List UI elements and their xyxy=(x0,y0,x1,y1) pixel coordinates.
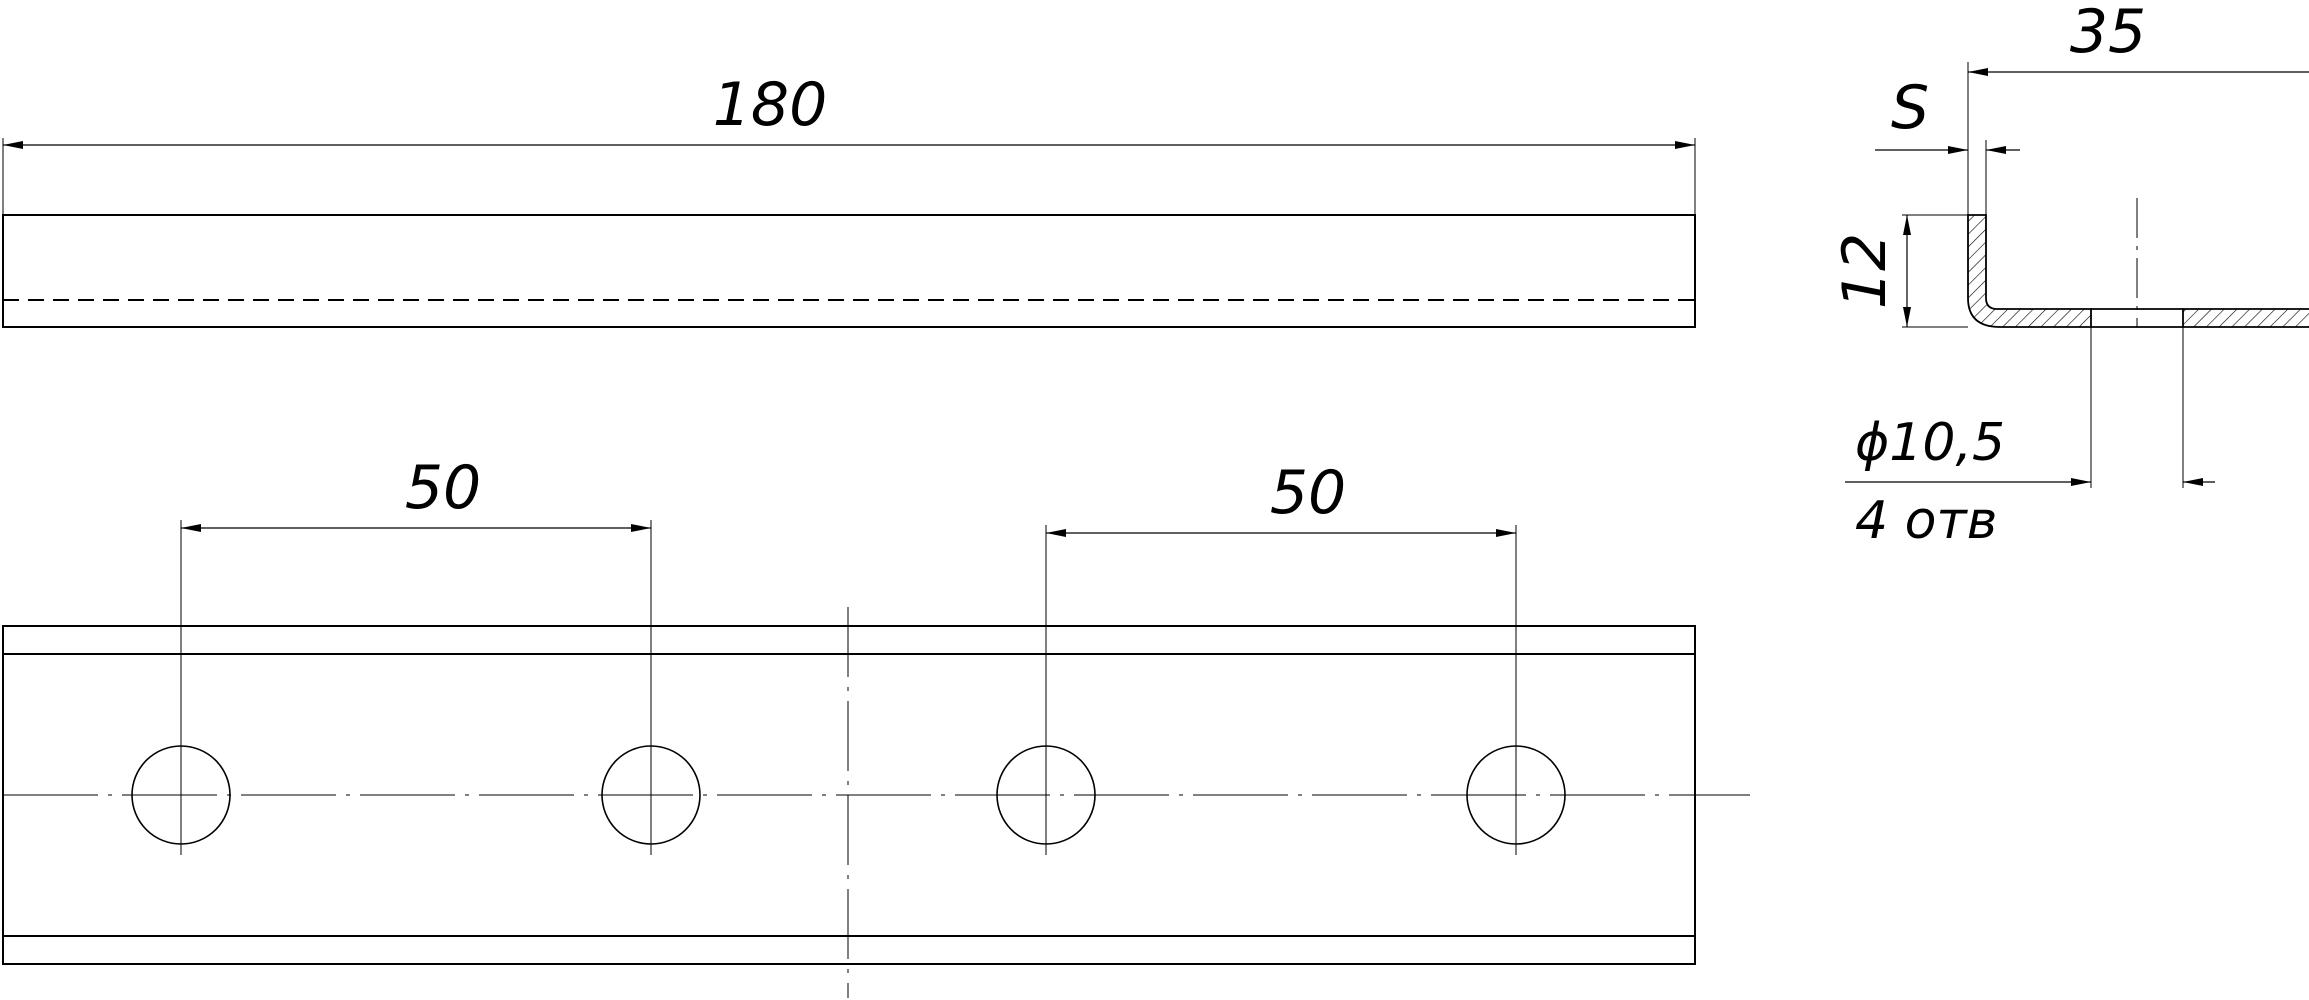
width-label: 35 xyxy=(2070,0,2146,67)
length-label: 180 xyxy=(713,70,828,140)
profile-outline xyxy=(2,214,1696,328)
top-view xyxy=(2,138,1696,328)
hole-diameter-label: ϕ10,5 xyxy=(1855,413,2005,473)
spacing-left-label: 50 xyxy=(405,453,481,523)
section-right-wall xyxy=(2182,308,2309,328)
height-label: 12 xyxy=(1830,233,1900,309)
section-view xyxy=(1845,62,2309,488)
section-left-wall xyxy=(1967,214,2092,328)
plan-view xyxy=(2,520,1750,998)
thickness-label: S xyxy=(1891,73,1929,143)
spacing-right-label: 50 xyxy=(1270,458,1346,528)
hole-count-label: 4 отв xyxy=(1855,491,1997,551)
